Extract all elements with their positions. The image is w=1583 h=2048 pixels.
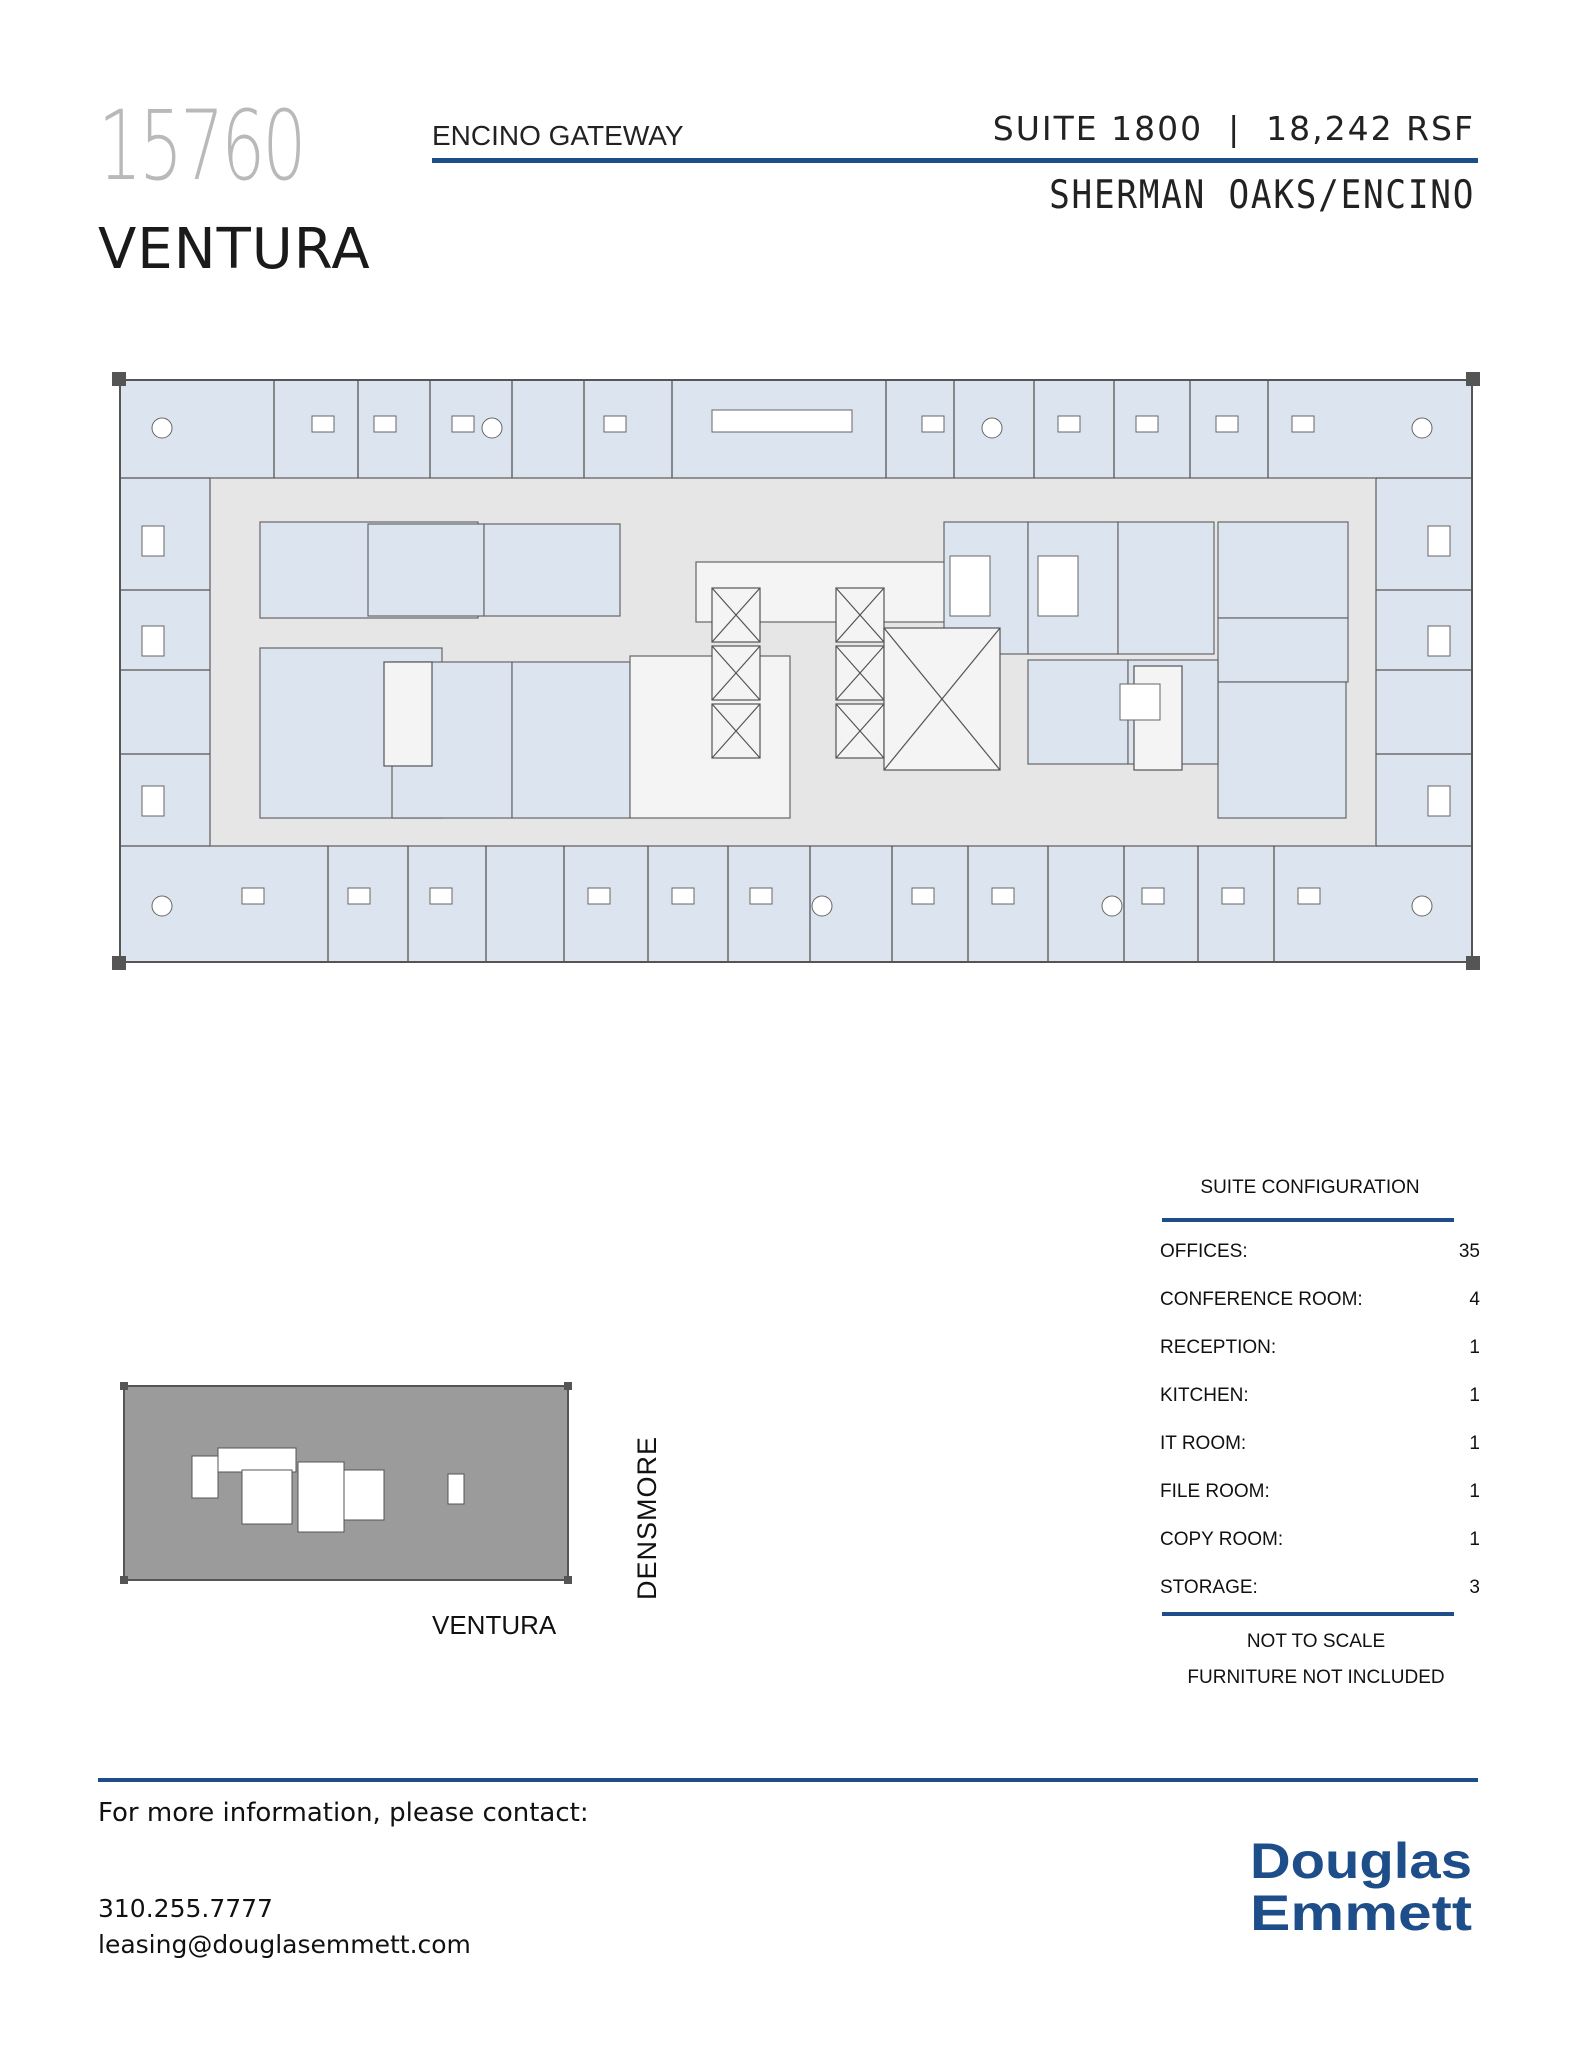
suite-size-line: SUITE 1800 | 18,242 RSF <box>992 109 1475 148</box>
config-value-storage: 3 <box>1469 1577 1480 1598</box>
config-value-reception: 1 <box>1469 1337 1480 1358</box>
note-not-to-scale: NOT TO SCALE <box>1246 1631 1386 1652</box>
config-label-offices: OFFICES: <box>1160 1241 1248 1262</box>
config-top-rule <box>1162 1218 1454 1222</box>
config-value-it-room: 1 <box>1469 1433 1480 1454</box>
config-label-kitchen: KITCHEN: <box>1160 1385 1249 1406</box>
contact-heading: For more information, please contact: <box>98 1798 589 1828</box>
logo-line-1: Douglas <box>1250 1833 1472 1889</box>
config-label-copy-room: COPY ROOM: <box>1160 1529 1284 1550</box>
floor-plan <box>112 372 1480 970</box>
submarket-label: SHERMAN OAKS/ENCINO <box>1048 173 1475 218</box>
header-rule <box>432 158 1478 163</box>
config-value-conference: 4 <box>1469 1289 1480 1310</box>
config-label-file-room: FILE ROOM: <box>1160 1481 1270 1502</box>
douglas-emmett-logo: Douglas Emmett <box>1250 1833 1472 1940</box>
suite-configuration-title: SUITE CONFIGURATION <box>1200 1177 1420 1198</box>
config-label-it-room: IT ROOM: <box>1160 1433 1247 1454</box>
building-name: ENCINO GATEWAY <box>432 120 684 151</box>
footer-rule <box>98 1778 1478 1782</box>
config-label-storage: STORAGE: <box>1160 1577 1258 1598</box>
keyplan-street-ventura: VENTURA <box>432 1610 557 1640</box>
config-value-copy-room: 1 <box>1469 1529 1480 1550</box>
keyplan-street-densmore: DENSMORE <box>632 1436 662 1601</box>
config-value-kitchen: 1 <box>1469 1385 1480 1406</box>
config-bottom-rule <box>1162 1612 1454 1616</box>
config-value-file-room: 1 <box>1469 1481 1480 1502</box>
contact-phone[interactable]: 310.255.7777 <box>98 1894 273 1923</box>
key-plan <box>120 1382 572 1584</box>
address-number: 15760 <box>98 90 306 202</box>
config-value-offices: 35 <box>1458 1241 1480 1262</box>
config-label-reception: RECEPTION: <box>1160 1337 1277 1358</box>
address-street: VENTURA <box>98 217 371 282</box>
config-label-conference: CONFERENCE ROOM: <box>1160 1289 1363 1310</box>
contact-email[interactable]: leasing@douglasemmett.com <box>98 1930 471 1959</box>
logo-line-2: Emmett <box>1250 1885 1472 1940</box>
note-furniture: FURNITURE NOT INCLUDED <box>1187 1667 1445 1688</box>
